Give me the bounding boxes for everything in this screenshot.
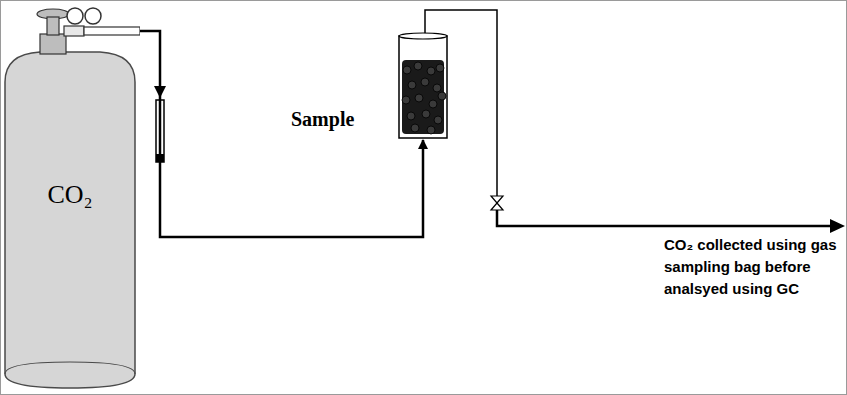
sample-column: Sample	[285, 30, 450, 140]
note-label: CO₂ collected using gas sampling bag bef…	[664, 234, 842, 300]
valve-symbol	[491, 196, 503, 203]
gas-label: CO₂	[0, 180, 140, 210]
gas-line	[140, 31, 423, 237]
gas-cylinder: CO₂	[0, 2, 140, 392]
valve-symbol	[491, 203, 503, 210]
sample-label: Sample	[291, 108, 354, 131]
outlet-pipe	[497, 210, 832, 226]
outlet-arrow	[830, 219, 845, 233]
